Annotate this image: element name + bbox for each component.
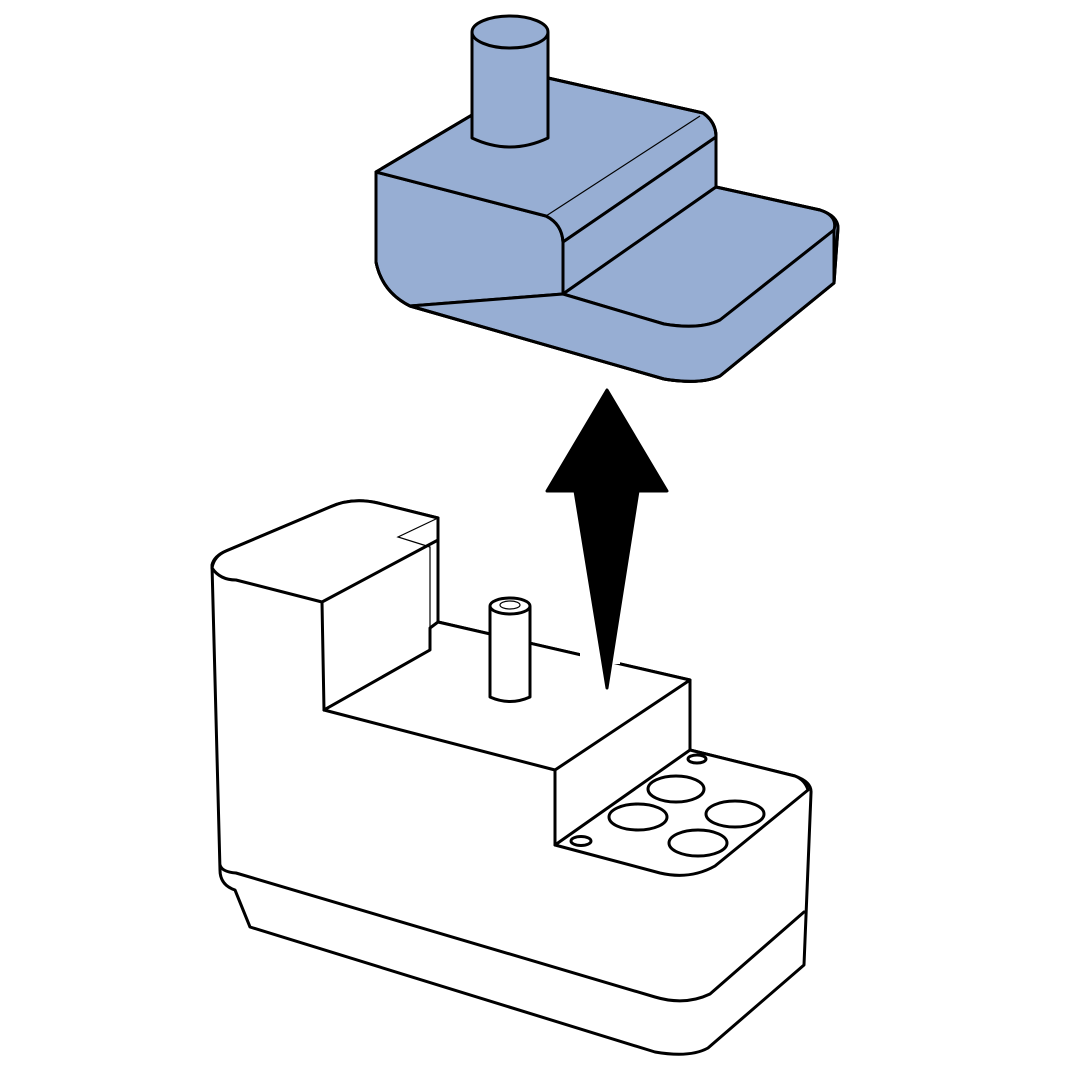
- hole-1: [646, 774, 706, 804]
- removed-insert-part: [374, 14, 840, 383]
- hole-3: [704, 799, 766, 829]
- insert-post: [470, 14, 550, 149]
- base-unit: [210, 499, 813, 1056]
- left-block-top: [210, 499, 440, 604]
- right-step-top: [553, 748, 810, 877]
- small-hole-1: [686, 753, 708, 765]
- arrow-shape: [545, 388, 669, 690]
- locating-pin: [488, 596, 532, 703]
- hole-2: [607, 802, 669, 832]
- lift-up-arrow: [545, 388, 669, 690]
- small-hole-2: [569, 835, 593, 847]
- hole-4: [667, 828, 729, 858]
